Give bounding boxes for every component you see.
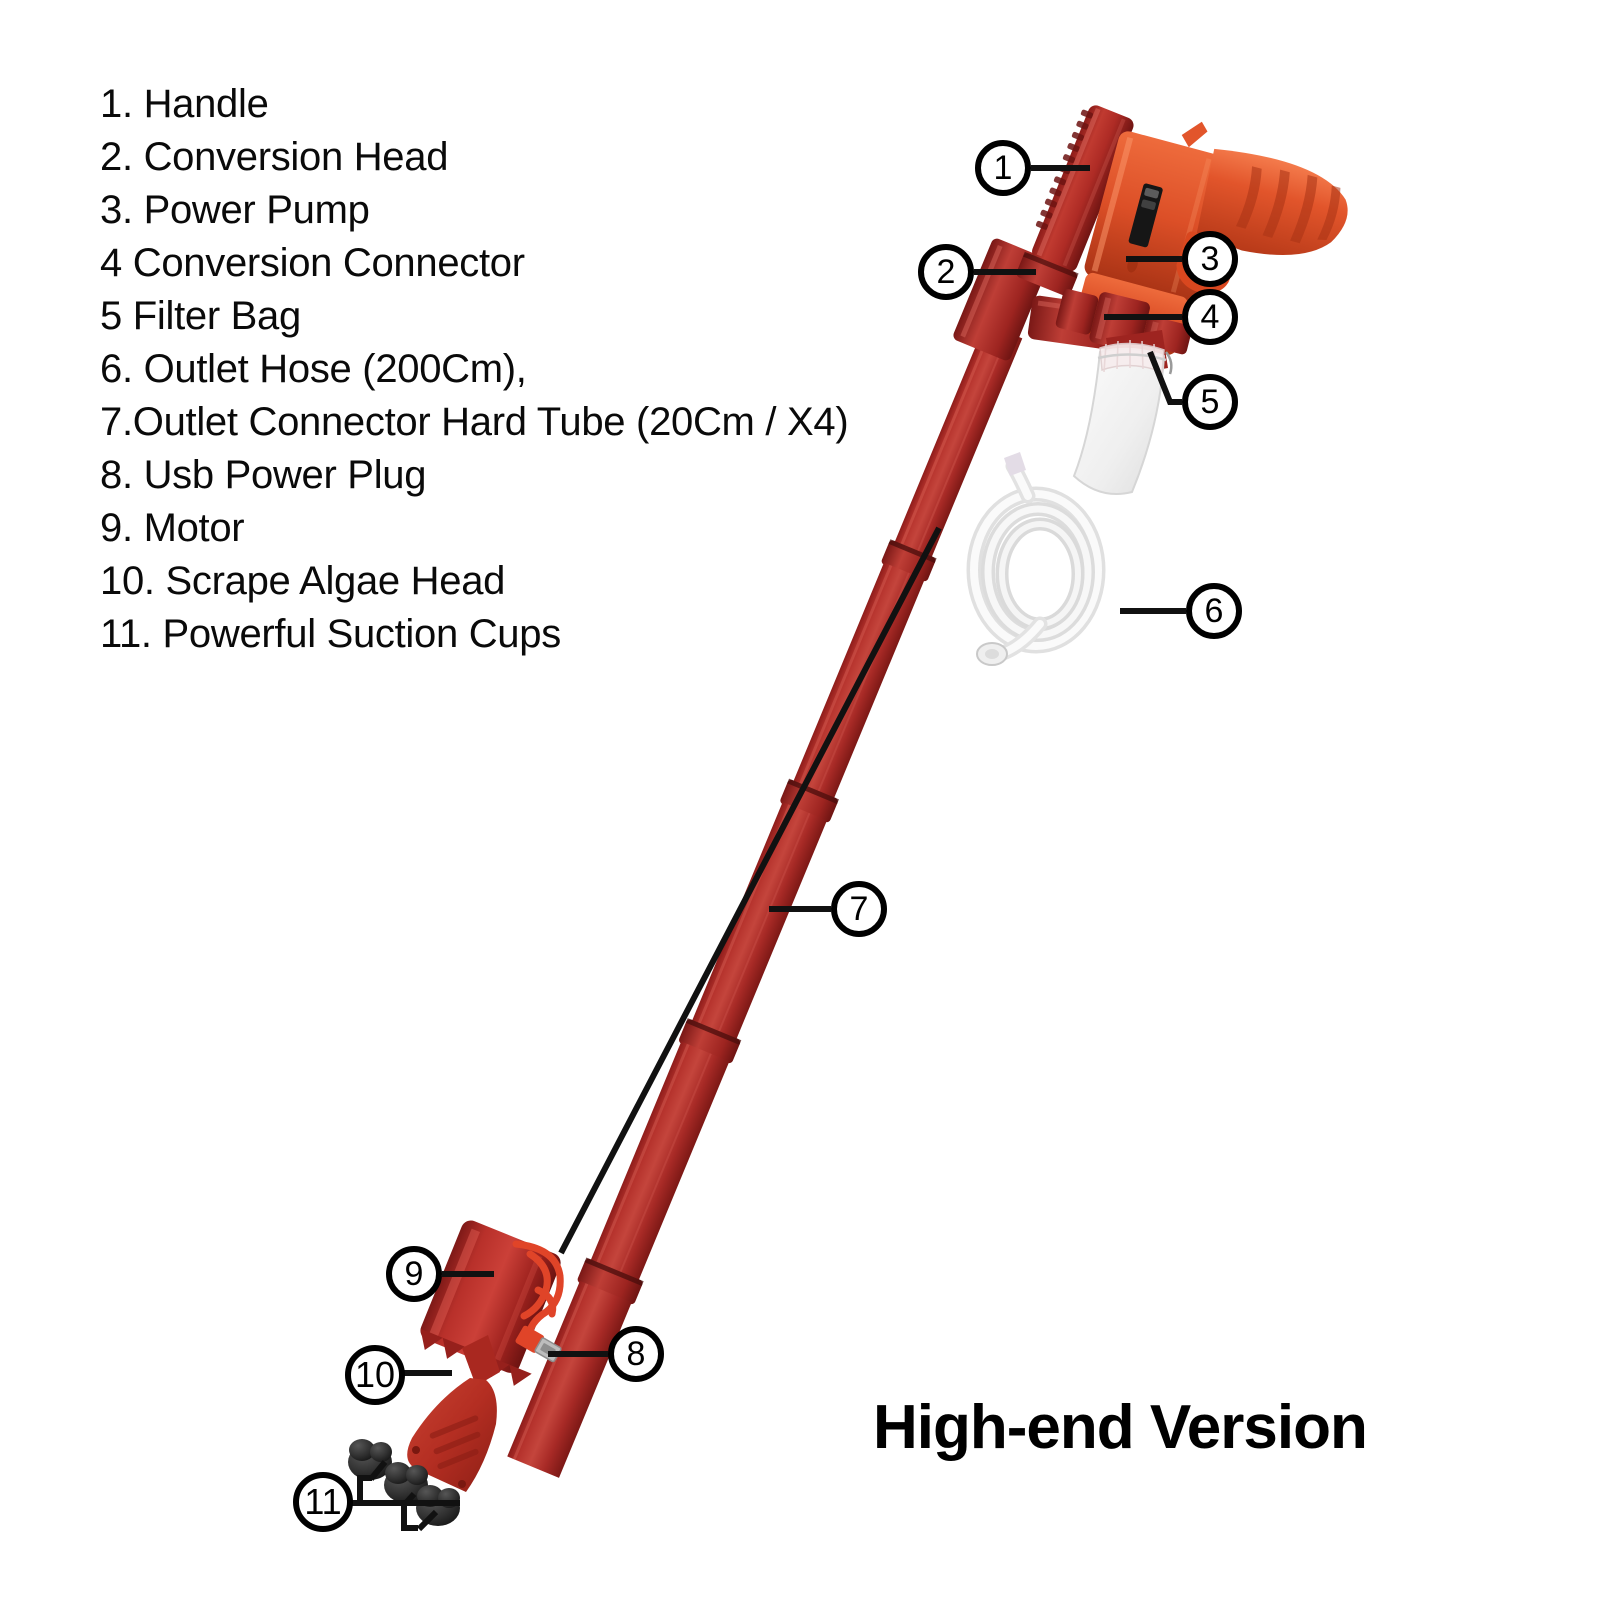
- callout-badge-2[interactable]: 2: [918, 244, 974, 300]
- version-caption: High-end Version: [873, 1393, 1368, 1462]
- usb-power-cable: [512, 1240, 564, 1342]
- parts-list-item: 8. Usb Power Plug: [100, 453, 427, 497]
- parts-list-item: 11. Powerful Suction Cups: [100, 612, 561, 656]
- leader-lines: [401, 165, 1186, 1376]
- parts-list: 1. Handle 2. Conversion Head 3. Power Pu…: [100, 78, 930, 661]
- suction-cup: [348, 1439, 392, 1480]
- callout-badge-6[interactable]: 6: [1186, 583, 1242, 639]
- hose-end-fitting: [976, 452, 1026, 666]
- leader-line-7: [558, 526, 942, 1255]
- filter-bag: [1072, 330, 1173, 495]
- leader-line-11: [349, 1460, 460, 1532]
- parts-list-item: 6. Outlet Hose (200Cm),: [100, 347, 527, 391]
- callout-badge-5[interactable]: 5: [1182, 374, 1238, 430]
- suction-cup: [384, 1462, 428, 1503]
- callout-badge-7[interactable]: 7: [831, 881, 887, 937]
- parts-list-item: 7.Outlet Connector Hard Tube (20Cm / X4): [100, 400, 849, 444]
- parts-list-item: 4 Conversion Connector: [100, 241, 525, 285]
- outlet-hose: [966, 458, 1106, 662]
- algae-scraper-head: [407, 1335, 500, 1492]
- suction-cups: [348, 1439, 460, 1526]
- callout-badge-11[interactable]: 11: [293, 1472, 353, 1532]
- handle-nozzle: [1016, 105, 1134, 297]
- hard-tube-pole: [507, 323, 1023, 1478]
- parts-list-item: 3. Power Pump: [100, 188, 370, 232]
- callout-badge-8[interactable]: 8: [608, 1326, 664, 1382]
- callout-badge-4[interactable]: 4: [1182, 289, 1238, 345]
- leader-line-5: [1147, 350, 1182, 405]
- parts-list-item: 5 Filter Bag: [100, 294, 301, 338]
- parts-list-item: 9. Motor: [100, 506, 245, 550]
- parts-list-item: 10. Scrape Algae Head: [100, 559, 506, 603]
- callout-badge-9[interactable]: 9: [386, 1246, 442, 1302]
- callout-badge-3[interactable]: 3: [1182, 231, 1238, 287]
- callout-badge-1[interactable]: 1: [975, 140, 1031, 196]
- callout-badge-10[interactable]: 10: [345, 1345, 405, 1405]
- parts-list-item: 1. Handle: [100, 82, 269, 126]
- parts-list-item: 2. Conversion Head: [100, 135, 449, 179]
